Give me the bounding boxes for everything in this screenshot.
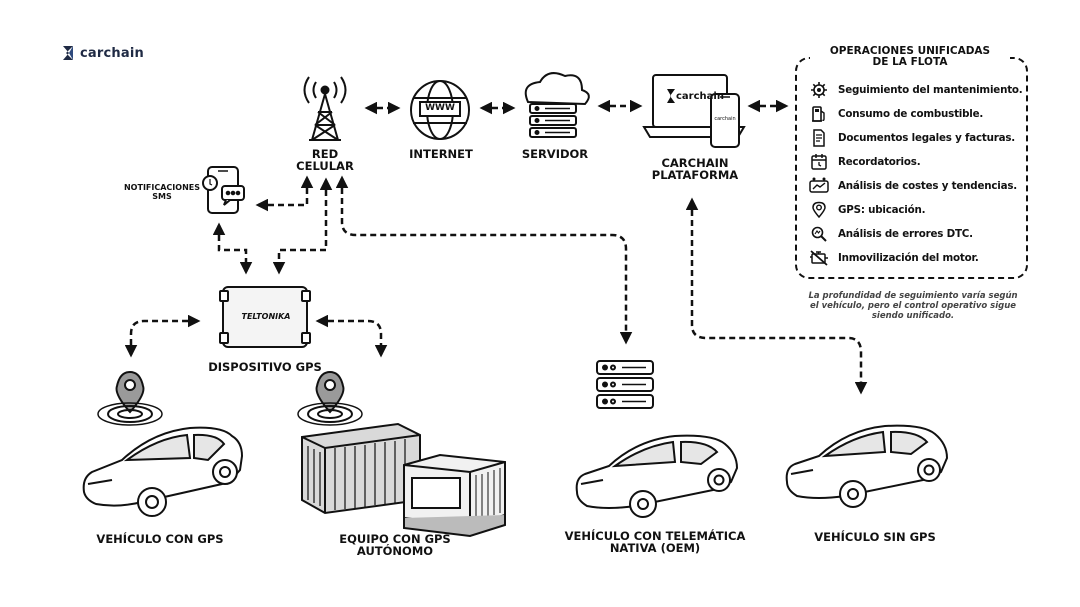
- phone-icon: [710, 93, 740, 148]
- link-sms-device: [212, 222, 253, 275]
- gps-tracker-device: [219, 286, 311, 348]
- location-pin-icon: [97, 370, 163, 426]
- fuel-pump-icon: [808, 104, 830, 124]
- operation-label: Inmovilización del motor.: [838, 252, 979, 264]
- list-item: GPS: ubicación.: [808, 198, 1023, 222]
- link-tower-sms: [255, 175, 314, 212]
- brand-logo: carchain: [60, 44, 144, 62]
- brand-name: carchain: [80, 45, 144, 61]
- gear-icon: [808, 80, 830, 100]
- operation-label: Seguimiento del mantenimiento.: [838, 84, 1023, 96]
- operation-label: Documentos legales y facturas.: [838, 132, 1016, 144]
- device-brand-label: TELTONIKA: [241, 312, 291, 321]
- car-icon: [785, 424, 949, 508]
- link-platform-sin-gps: [685, 197, 868, 395]
- shipping-container-icon: [301, 422, 421, 515]
- phone-brand-label: carchain: [714, 116, 736, 122]
- cost-chart-icon: [808, 176, 830, 196]
- list-item: Inmovilización del motor.: [808, 246, 1023, 270]
- oem-server-icon: [596, 360, 654, 409]
- operation-label: Recordatorios.: [838, 156, 921, 168]
- link-tower-oem: [335, 175, 633, 345]
- link-tower-device: [272, 177, 333, 275]
- operation-label: Análisis de errores DTC.: [838, 228, 973, 240]
- list-item: Análisis de errores DTC.: [808, 222, 1023, 246]
- node-label-internet: INTERNET: [409, 147, 473, 161]
- operations-list: Seguimiento del mantenimiento. Consumo d…: [808, 78, 1023, 270]
- car-icon: [575, 434, 739, 518]
- cell-tower-icon: [303, 76, 347, 141]
- operations-note: La profundidad de seguimiento varía segú…: [808, 291, 1018, 321]
- connectors: [124, 99, 868, 395]
- laptop-brand-label: carchain: [676, 91, 724, 102]
- calendar-icon: [808, 152, 830, 172]
- list-item: Análisis de costes y tendencias.: [808, 174, 1023, 198]
- location-pin-icon: [808, 200, 830, 220]
- list-item: Seguimiento del mantenimiento.: [808, 78, 1023, 102]
- globe-icon: [410, 80, 470, 140]
- list-item: Consumo de combustible.: [808, 102, 1023, 126]
- link-device-equipment: [315, 314, 388, 358]
- operation-label: Análisis de costes y tendencias.: [838, 180, 1017, 192]
- operation-label: GPS: ubicación.: [838, 204, 926, 216]
- document-icon: [808, 128, 830, 148]
- engine-lock-icon: [808, 248, 830, 268]
- location-pin-icon: [297, 370, 363, 426]
- www-label: WWW: [425, 103, 455, 113]
- list-item: Documentos legales y facturas.: [808, 126, 1023, 150]
- list-item: Recordatorios.: [808, 150, 1023, 174]
- node-label-servidor: SERVIDOR: [521, 147, 589, 161]
- sms-phone-icon: [202, 166, 245, 214]
- diagnostic-search-icon: [808, 224, 830, 244]
- link-device-vehicle: [124, 314, 201, 358]
- cloud-server-icon: [524, 72, 590, 138]
- carchain-logo-icon: [63, 46, 73, 60]
- endpoint-label-vehiculo-sin-gps: VEHÍCULO SIN GPS: [814, 530, 936, 544]
- operation-label: Consumo de combustible.: [838, 108, 984, 120]
- car-icon: [82, 426, 244, 517]
- generator-icon: [403, 453, 506, 538]
- node-label-dispositivo-gps: DISPOSITIVO GPS: [208, 360, 322, 374]
- endpoint-label-vehiculo-gps: VEHÍCULO CON GPS: [96, 532, 224, 546]
